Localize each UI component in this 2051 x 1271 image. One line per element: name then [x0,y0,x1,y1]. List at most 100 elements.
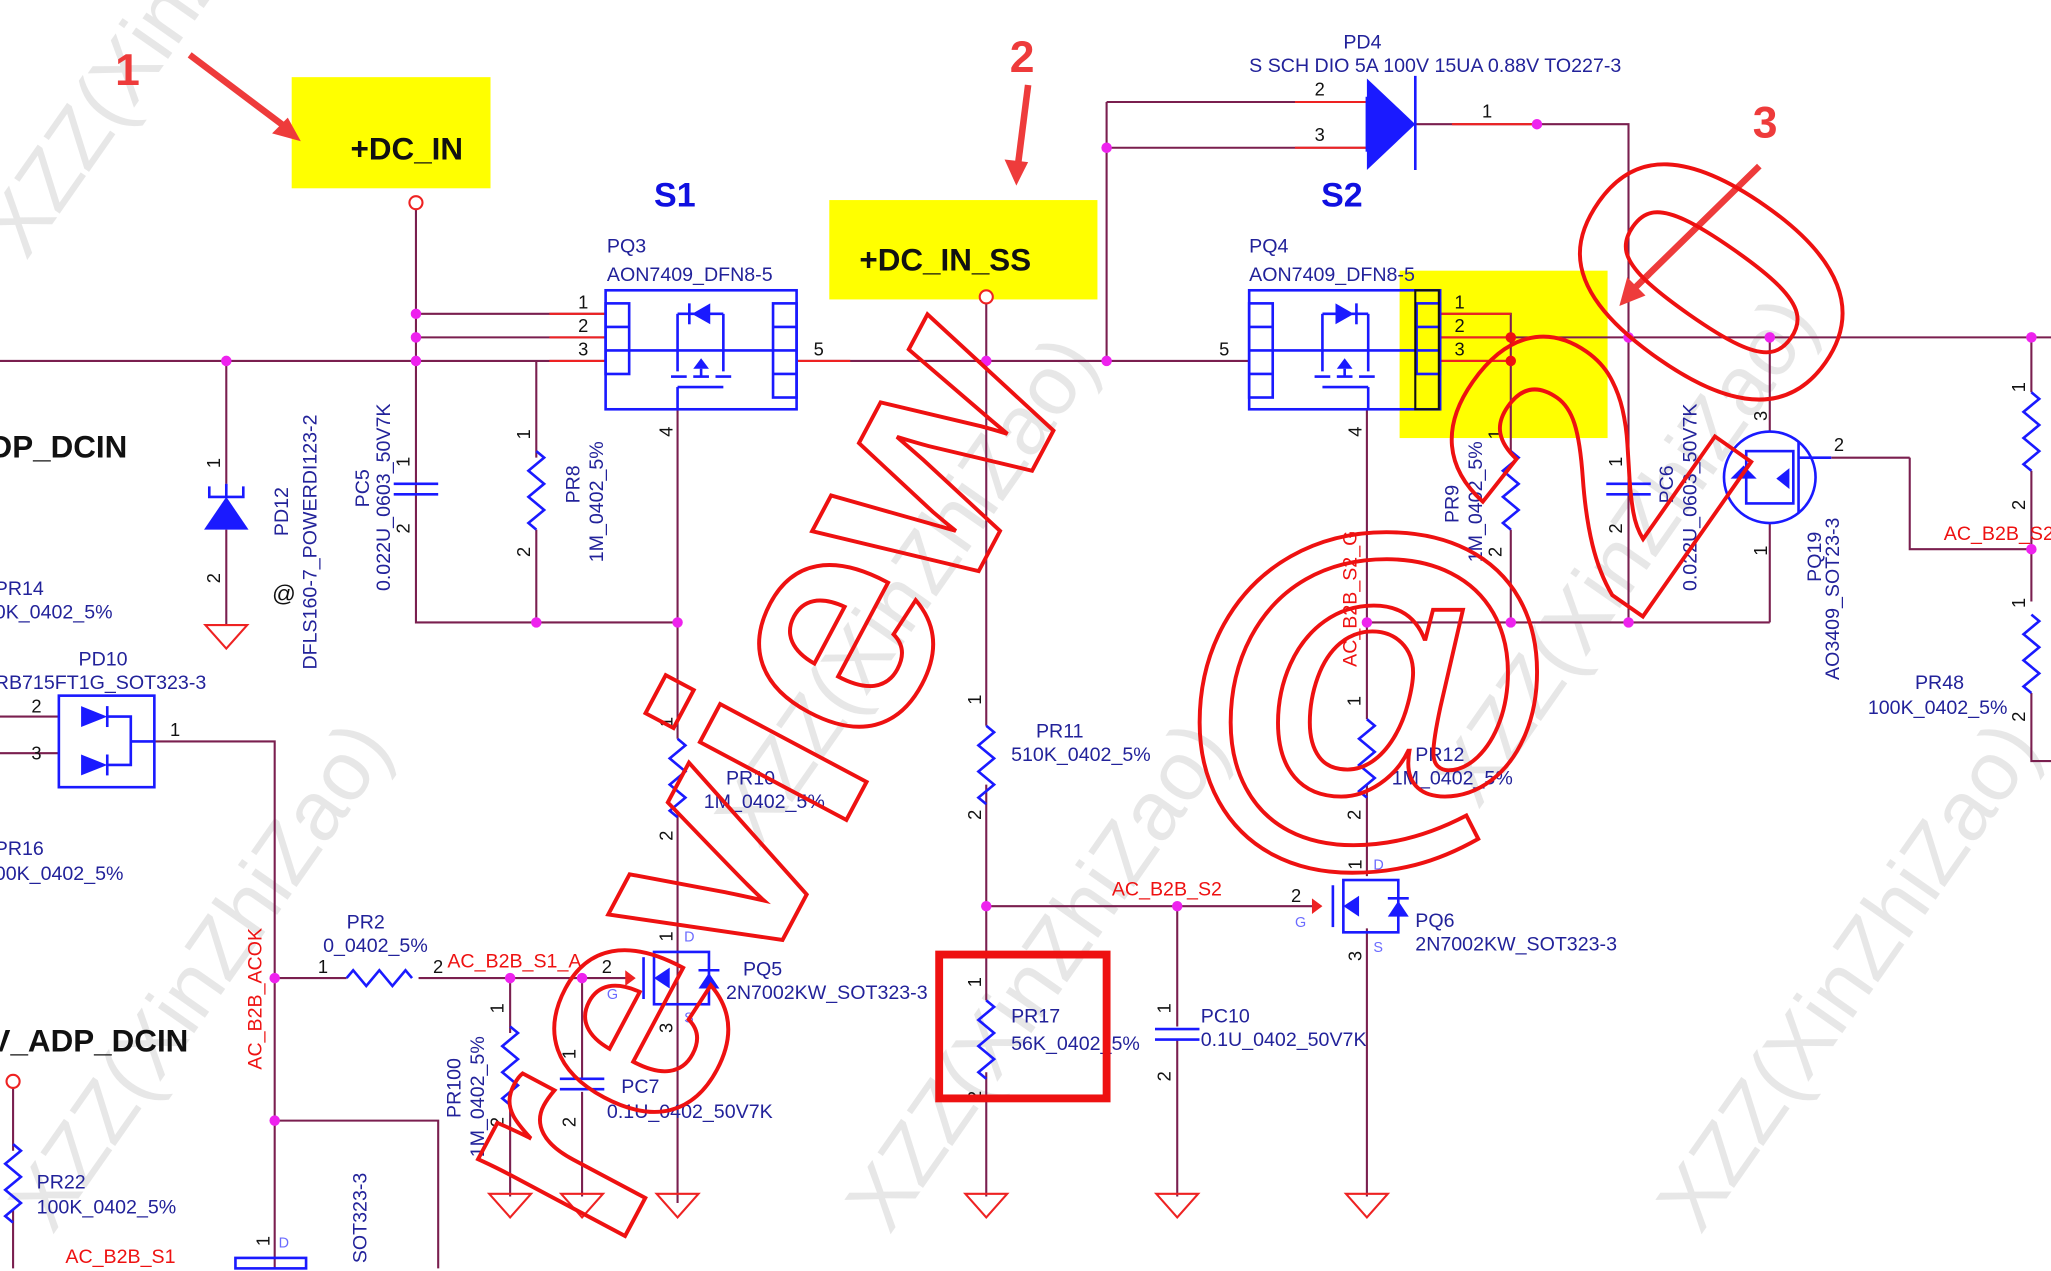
mosfet-pq5[interactable]: 2 1 3 G D S PQ5 2N7002KW_SOT323-3 [602,929,928,1033]
mosfet-pq4[interactable]: PQ4 AON7409_DFN8-5 1 2 3 5 4 [1219,235,1465,436]
pq3-ref: PQ3 [607,235,646,257]
pr48-ref: PR48 [1915,672,1964,694]
pin-number: 5 [814,339,824,360]
pr8-ref: PR8 [562,465,584,503]
pin-number: 2 [1154,1071,1175,1081]
pin-number: 2 [1834,434,1844,455]
pr16-ref: PR16 [0,838,44,860]
highlight-dc-in-ss [829,200,1098,300]
pin-number: 1 [559,1049,580,1059]
resistor-pr11[interactable]: 1 2 PR11 510K_0402_5% [964,695,1151,820]
pin-number: 5 [1219,339,1229,360]
pr17-value: 56K_0402_5% [1011,1033,1140,1055]
port-dc-in-ss[interactable] [978,289,994,305]
pin-number: 2 [1343,810,1364,820]
pin-number: 1 [487,1003,508,1013]
source-label: S [684,1011,694,1027]
pq6-ref: PQ6 [1415,910,1454,932]
net-ac-b2b-s1: AC_B2B_S1 [65,1246,175,1268]
capacitor-pc6[interactable]: 1 2 PC6 0.022U_0603_50V7K [1604,404,1702,592]
pin-number: 2 [1291,885,1301,906]
pr16-value: 00K_0402_5% [0,863,123,885]
pr8-value: 1M_0402_5% [586,441,608,562]
diode-pd10[interactable]: PD10 RB715FT1G_SOT323-3 2 3 1 [0,649,206,789]
pin-number: 1 [318,956,328,977]
pc7-value: 0.1U_0402_50V7K [607,1101,773,1123]
pin-number: 1 [1485,429,1506,439]
port-dc-in[interactable] [408,195,424,211]
highlight-dc-in [291,77,491,189]
pin-number: 3 [1750,411,1771,421]
pr2-ref: PR2 [347,911,385,933]
mosfet-pq6[interactable]: 2 1 3 G D S PQ6 2N7002KW_SOT323-3 [1291,858,1617,962]
pc7-ref: PC7 [621,1076,659,1098]
stage-label-s2: S2 [1321,177,1363,215]
diode-pd4[interactable]: PD4 S SCH DIO 5A 100V 15UA 0.88V TO227-3… [1249,31,1621,170]
pd4-value: S SCH DIO 5A 100V 15UA 0.88V TO227-3 [1249,55,1621,77]
pr48-value: 100K_0402_5% [1868,697,2008,719]
drain-label: D [279,1235,289,1251]
pin-number: 3 [31,743,41,764]
annotation-number-3: 3 [1753,98,1778,147]
pin-number: 2 [487,1117,508,1127]
pin-number: 1 [1605,457,1626,467]
pd4-ref: PD4 [1343,31,1381,53]
pr2-value: 0_0402_5% [323,935,428,957]
pin-number: 3 [655,1023,676,1033]
pin-number: 2 [1485,547,1506,557]
pc10-value: 0.1U_0402_50V7K [1201,1029,1367,1051]
pin-number: 1 [964,695,985,705]
mosfet-pq3[interactable]: PQ3 AON7409_DFN8-5 1 2 3 5 4 [578,235,824,436]
pq6-value: 2N7002KW_SOT323-3 [1415,934,1617,956]
pq4-ref: PQ4 [1249,235,1288,257]
port-v-adp-dcin[interactable] [5,1073,21,1089]
pin-number: 1 [170,719,180,740]
pin-number: 2 [31,696,41,717]
pr11-ref: PR11 [1036,720,1084,742]
resistor-pr100[interactable]: 1 2 PR100 1M_0402_5% [443,1003,520,1157]
resistor-pr8[interactable]: 1 2 PR8 1M_0402_5% [513,429,608,562]
pin-number: 2 [2008,712,2029,722]
resistor-pr10[interactable]: 1 2 PR10 1M_0402_5% [655,717,824,841]
gate-label: G [1295,915,1306,931]
resistor-pr2[interactable]: PR2 0_0402_5% 1 2 [318,911,443,988]
capacitor-pc7[interactable]: 1 2 PC7 0.1U_0402_50V7K [558,1049,773,1127]
pc5-value: 0.022U_0603_50V7K [373,404,395,592]
pq3-value: AON7409_DFN8-5 [607,264,773,286]
pin-number: 1 [1154,1003,1175,1013]
mosfet-bottom-partial: 1 D SOT323-3 [234,1173,371,1270]
wires [0,100,2051,1269]
annotation-arrows [187,52,1762,306]
pq19-ref: PQ19 [1804,532,1826,582]
pr22-value: 100K_0402_5% [37,1196,177,1218]
resistor-pr48[interactable]: 1 2 1 2 PR48 100K_0402_5% [1868,382,2041,722]
pin-number: 2 [1605,523,1626,533]
pd12-marker: @ [272,581,296,607]
diode-pd12[interactable]: 1 2 PD12 DFLS160-7_POWERDI123-2 @ [203,415,322,670]
resistor-pr9[interactable]: 1 2 PR9 1M_0402_5% [1441,429,1520,562]
pin-number: 1 [655,931,676,941]
pin-number: 2 [1455,315,1465,336]
net-ac-b2b-s2-g: AC_B2B_S2_G [1339,531,1361,667]
pr100-value: 1M_0402_5% [467,1036,489,1157]
pin-number: 1 [1750,546,1771,556]
junctions [221,118,2037,1126]
resistor-pr22[interactable]: PR22 100K_0402_5% [3,1142,177,1224]
capacitor-pc5[interactable]: 1 2 PC5 0.022U_0603_50V7K [352,404,440,592]
net-ac-b2b-s1-a: AC_B2B_S1_A [447,951,582,973]
pin-number: 3 [1455,339,1465,360]
pr14-ref: PR14 [0,578,44,600]
mosfet-pq19[interactable]: 3 2 1 PQ19 AO3409_SOT23-3 [1722,411,1844,680]
pin-number: 2 [1315,78,1325,99]
pin-number: 1 [1345,859,1366,869]
pin-number: 2 [602,956,612,977]
capacitor-pc10[interactable]: 1 2 PC10 0.1U_0402_50V7K [1153,1003,1367,1081]
pq19-value: AO3409_SOT23-3 [1822,517,1844,679]
pr9-value: 1M_0402_5% [1465,441,1487,562]
net-ac-b2b-acok: AC_B2B_ACOK [245,928,267,1070]
pd12-ref: PD12 [271,487,293,536]
resistor-pr12[interactable]: 1 2 PR12 1M_0402_5% [1343,696,1512,820]
pin-number: 1 [203,458,224,468]
pin-number: 2 [392,523,413,533]
